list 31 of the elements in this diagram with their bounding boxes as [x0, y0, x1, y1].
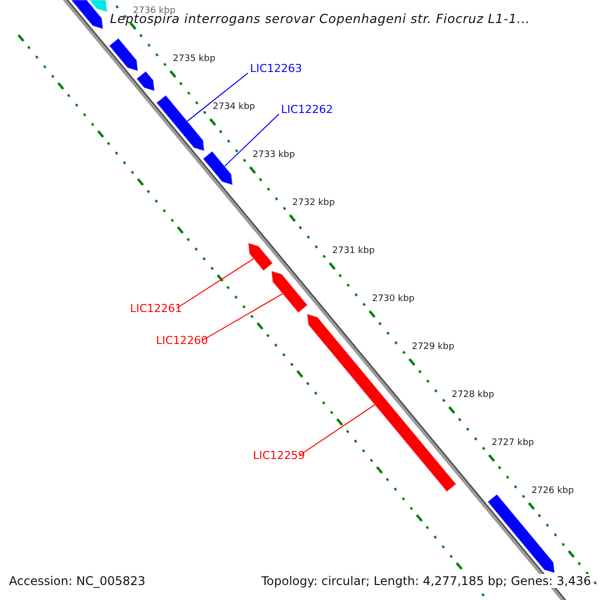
gene-label: LIC12263: [250, 62, 302, 76]
gene-feature: [156, 94, 205, 152]
scale-label: 2726 kbp: [531, 486, 574, 497]
gene-label: LIC12259: [253, 449, 306, 462]
scale-label: 2735 kbp: [172, 54, 216, 65]
footer-text: Topology: circular; Length: 4,277,185 bp; Genes: 3,436: [261, 574, 591, 588]
gene-feature: [70, 0, 104, 30]
gene-feature: [202, 150, 234, 186]
scale-label: 2727 kbp: [492, 438, 534, 449]
gene-label: LIC12260: [156, 334, 208, 348]
gene-label: LIC12262: [281, 103, 334, 116]
gene-label: LIC12261: [130, 302, 182, 316]
footer-text: Accession: NC_005823: [9, 574, 146, 588]
gene-feature: [487, 494, 556, 574]
scale-label: 2732 kbp: [292, 198, 335, 209]
scale-label: 2728 kbp: [452, 390, 494, 401]
leader-line: [176, 258, 254, 308]
leader-line: [186, 72, 248, 122]
gene-feature: [136, 70, 156, 92]
scale-label: 2731 kbp: [332, 246, 375, 257]
gene-feature: [248, 242, 274, 272]
scale-label: 2730 kbp: [372, 294, 414, 305]
leader-line: [300, 404, 376, 456]
leader-line: [202, 293, 283, 340]
gene-feature: [108, 38, 138, 72]
scale-label: 2733 kbp: [252, 150, 295, 161]
gene-feature: [88, 0, 108, 13]
leader-line: [224, 114, 280, 167]
scale-label: 2734 kbp: [212, 102, 256, 113]
scale-label: 2729 kbp: [412, 342, 454, 353]
gene-feature: [270, 270, 308, 314]
